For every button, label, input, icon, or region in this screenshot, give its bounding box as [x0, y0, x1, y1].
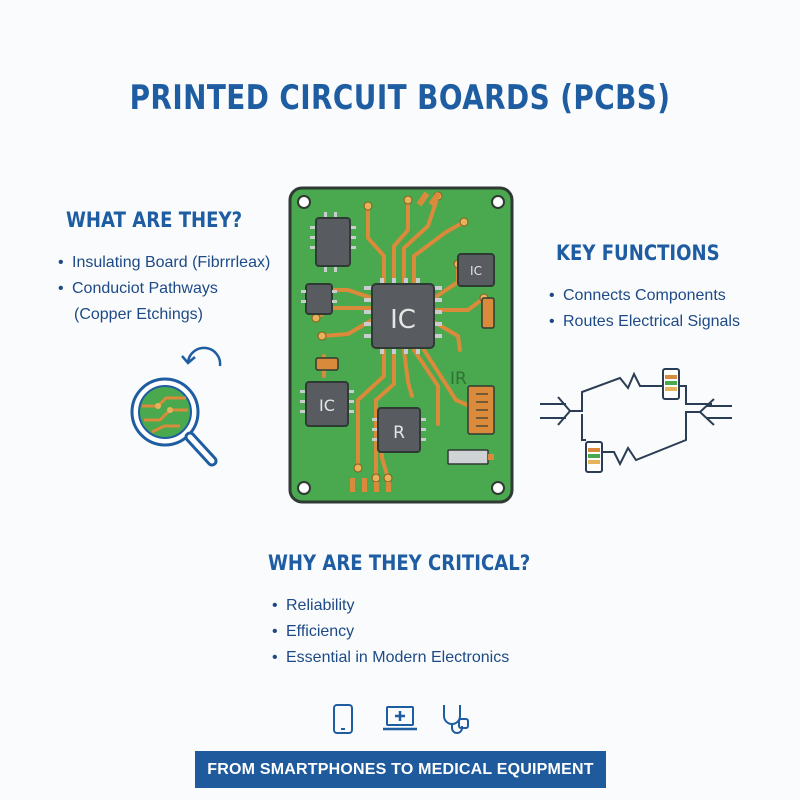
smartphone-icon [333, 704, 353, 734]
small-chip-tr [457, 253, 495, 287]
what-heading: WHAT ARE THEY? [66, 208, 243, 232]
silk-label: IR [450, 369, 467, 389]
list-item: Conduciot Pathways [58, 276, 270, 302]
small-chip-tr-label: IC [470, 264, 482, 278]
small-chip-bl [305, 381, 349, 427]
list-item: Connects Components [549, 283, 740, 309]
small-chip-ml [305, 283, 333, 315]
r-chip-label: R [393, 423, 405, 443]
list-item: Efficiency [272, 619, 509, 645]
r-chip [377, 407, 421, 453]
critical-list: Reliability Efficiency Essential in Mode… [272, 593, 509, 671]
functions-heading: KEY FUNCTIONS [556, 241, 720, 265]
page-title: PRINTED CIRCUIT BOARDS (PCBS) [129, 78, 671, 118]
critical-heading: WHY ARE THEY CRITICAL? [268, 551, 531, 575]
magnifier-icon [130, 346, 222, 467]
laptop-medical-icon [383, 706, 417, 731]
functions-list: Connects Components Routes Electrical Si… [549, 283, 740, 335]
small-chip-bl-label: IC [319, 396, 335, 415]
signal-routing-icon [540, 368, 732, 473]
pcb-board-illustration: IC IC IC R IR [288, 186, 514, 504]
list-item: Insulating Board (Fibrrrleax) [58, 250, 270, 276]
stethoscope-icon [443, 705, 469, 734]
list-item: Reliability [272, 593, 509, 619]
what-list: Insulating Board (Fibrrrleax) Conduciot … [58, 250, 270, 328]
list-item-continuation: (Copper Etchings) [74, 306, 203, 323]
list-item: Routes Electrical Signals [549, 309, 740, 335]
main-ic-chip [371, 283, 435, 349]
bottom-banner: FROM SMARTPHONES TO MEDICAL EQUIPMENT [195, 751, 606, 788]
small-chip-tl [315, 217, 351, 267]
main-ic-label: IC [390, 305, 416, 335]
list-item: Essential in Modern Electronics [272, 645, 509, 671]
